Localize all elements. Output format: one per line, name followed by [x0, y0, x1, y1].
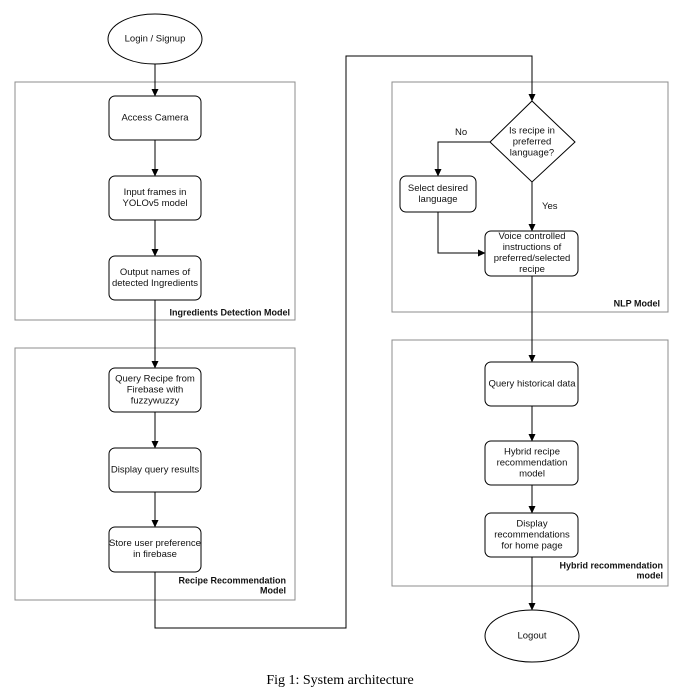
node-display-recommendations	[484, 512, 579, 558]
node-label-logout: Logout	[517, 631, 546, 642]
edge-label-yes: Yes	[542, 201, 558, 212]
node-label-display-results: Display query results	[111, 465, 199, 476]
edge-label-no: No	[455, 127, 467, 138]
node-query-recipe	[108, 367, 202, 413]
edges	[151, 55, 536, 629]
node-label-camera: Access Camera	[121, 113, 189, 124]
edge-select-voice	[437, 212, 486, 257]
group-label-ingredients: Ingredients Detection Model	[169, 307, 290, 317]
node-access-camera	[108, 95, 202, 141]
edge-decision-select-no	[434, 141, 490, 177]
node-label-historical: Query historical data	[488, 379, 576, 390]
figure-caption: Fig 1: System architecture	[266, 673, 413, 688]
node-display-results	[108, 447, 202, 493]
node-label-login: Login / Signup	[125, 34, 186, 45]
node-store-preference	[108, 526, 202, 573]
node-voice-instructions	[484, 230, 579, 277]
node-login	[107, 13, 203, 65]
group-label-nlp: NLP Model	[614, 298, 660, 308]
node-hybrid-model	[484, 440, 579, 486]
node-select-language	[399, 175, 477, 213]
node-query-historical	[484, 361, 579, 407]
node-logout	[484, 609, 580, 663]
node-decision-language	[489, 100, 576, 183]
node-input-frames	[108, 175, 202, 221]
edge-store-decision	[154, 55, 536, 629]
node-output-names	[108, 255, 202, 301]
